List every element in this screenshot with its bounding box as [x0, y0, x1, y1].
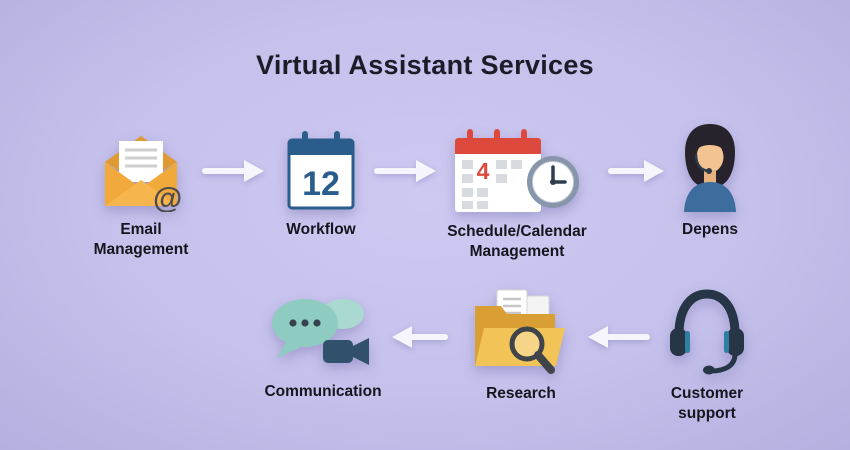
calendar-day-number: 12: [302, 165, 340, 203]
email-envelope-icon: @: [95, 126, 187, 212]
calendar-clock-icon: 4: [453, 124, 581, 214]
arrow-right-icon: [608, 160, 664, 187]
node-customer-support: Customer support: [646, 284, 768, 424]
node-label: Research: [486, 385, 556, 402]
page-title: Virtual Assistant Services: [256, 50, 594, 80]
node-workflow: 12 Workflow: [256, 128, 386, 240]
at-symbol: @: [153, 182, 182, 212]
node-research: Research: [456, 288, 586, 404]
female-assistant-icon: [674, 120, 746, 212]
node-communication: Communication: [258, 290, 388, 402]
node-label: Depens: [682, 221, 738, 238]
chat-bubbles-video-icon: [267, 290, 379, 374]
node-label: Schedule/Calendar Management: [447, 223, 587, 261]
arrow-left-icon: [588, 326, 650, 353]
node-email-management: @ Email Management: [76, 126, 206, 260]
arrow-right-icon: [374, 160, 436, 187]
arrow-right-icon: [202, 160, 264, 187]
node-label: Customer support: [670, 385, 744, 423]
node-depens: Depens: [648, 120, 772, 240]
node-label: Email Management: [93, 221, 189, 259]
node-schedule-calendar: 4 Schedule/Calendar Management: [438, 124, 596, 262]
headset-icon: [665, 284, 749, 376]
node-label: Workflow: [286, 221, 356, 238]
arrow-left-icon: [392, 326, 448, 353]
calendar-day-number: 4: [477, 158, 490, 184]
calendar-icon: 12: [285, 128, 357, 212]
node-label: Communication: [264, 383, 382, 400]
folder-magnifier-icon: [467, 288, 575, 376]
